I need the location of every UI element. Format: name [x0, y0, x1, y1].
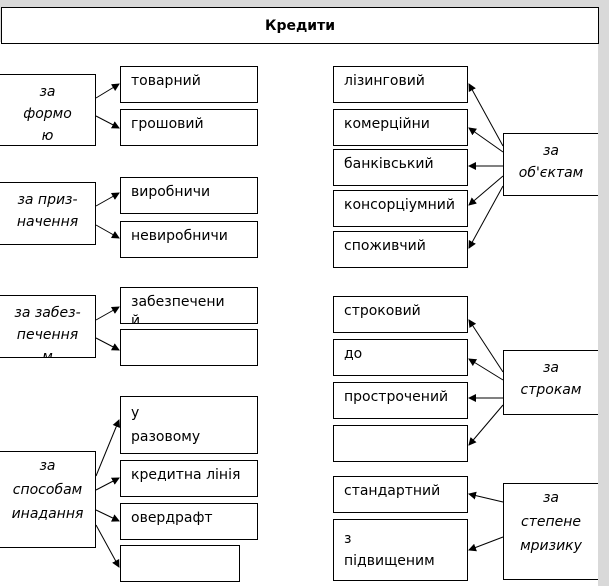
category-by-purpose: за приз- начення — [0, 182, 96, 245]
item-consortium: консорціумний — [333, 190, 468, 227]
arrow-object-consortium — [468, 175, 504, 206]
arrow-object-leasing — [468, 83, 504, 147]
item-one-time: у разовому — [120, 396, 258, 454]
item-commodity: товарний — [120, 66, 258, 103]
item-up-to: до — [333, 339, 468, 376]
category-by-method: за способам инадання — [0, 451, 96, 548]
item-monetary: грошовий — [120, 109, 258, 146]
arrow-method-overdraft — [95, 509, 120, 522]
item-security-empty — [120, 329, 258, 366]
right-shadow — [598, 0, 609, 586]
category-by-security: за забез- печення м — [0, 295, 96, 358]
arrow-object-commercial — [468, 127, 504, 153]
arrow-method-empty — [95, 524, 120, 568]
arrow-object-consumer — [468, 185, 504, 249]
item-overdraft: овердрафт — [120, 503, 258, 540]
arrow-term-term — [468, 319, 504, 373]
item-consumer: споживчий — [333, 231, 468, 268]
item-nonproductive: невиробничи — [120, 221, 258, 258]
item-credit-line: кредитна лінія — [120, 460, 258, 497]
diagram-title: Кредити — [1, 7, 599, 44]
arrow-form-monetary — [95, 115, 120, 129]
category-by-form: за формо ю — [0, 74, 96, 146]
item-secured: забезпечени й — [120, 287, 258, 324]
arrow-term-upto — [468, 358, 504, 381]
arrow-security-empty — [95, 337, 120, 351]
item-overdue: прострочений — [333, 382, 468, 419]
item-standard: стандартний — [333, 476, 468, 513]
item-term: строковий — [333, 296, 468, 333]
category-by-risk: за степене мризику — [503, 483, 598, 580]
item-elevated: з підвищеним — [333, 519, 468, 581]
item-productive: виробничи — [120, 177, 258, 214]
arrow-risk-elevated — [468, 536, 504, 552]
arrow-method-credit-line — [95, 477, 120, 491]
item-method-empty — [120, 545, 240, 582]
category-by-object: за об'єктам — [503, 133, 598, 196]
item-bank: банківський — [333, 149, 468, 186]
arrow-method-one-time — [95, 419, 121, 477]
arrow-form-commodity — [95, 83, 120, 99]
arrow-security-secured — [95, 306, 120, 321]
arrow-risk-standard — [468, 491, 504, 503]
item-term-empty — [333, 425, 468, 462]
arrow-term-empty — [468, 404, 504, 446]
arrow-purpose-nonproductive — [95, 224, 120, 239]
item-leasing: лізинговий — [333, 66, 468, 103]
category-by-term: за строкам — [503, 350, 598, 415]
item-commercial: комерційни — [333, 109, 468, 146]
arrow-purpose-productive — [95, 192, 120, 207]
